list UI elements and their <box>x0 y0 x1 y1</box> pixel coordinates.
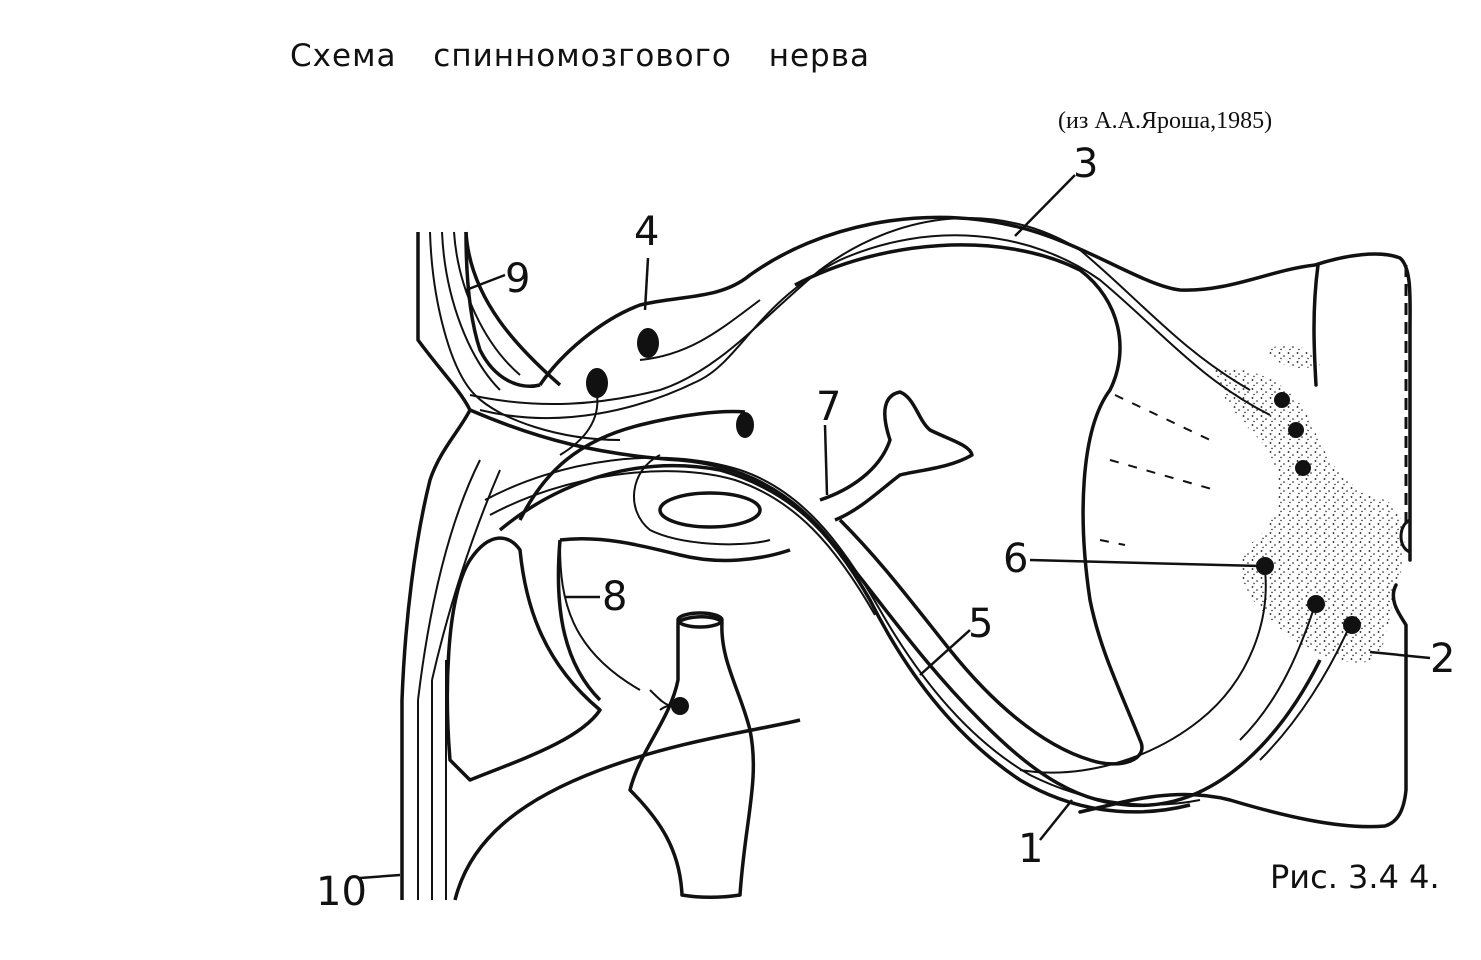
motor-terminal <box>649 689 673 711</box>
ventral-root-fibers <box>484 456 1351 806</box>
label-10: 10 <box>316 869 367 915</box>
label-5: 5 <box>968 601 993 647</box>
label-2: 2 <box>1430 636 1455 682</box>
rami-branches <box>445 536 801 901</box>
leader-lines <box>359 174 1431 880</box>
sympathetic-neuron <box>736 412 754 438</box>
motor-neurons <box>1256 392 1361 634</box>
visceral-vessel <box>628 611 756 899</box>
ramus-communicans-oval <box>658 491 762 529</box>
gray-matter-stipple <box>1215 345 1405 663</box>
sensory-neurons <box>559 328 659 456</box>
figure-caption: Рис. 3.4 4. <box>1270 858 1440 896</box>
label-4: 4 <box>634 209 659 255</box>
label-9: 9 <box>505 256 530 302</box>
dorsal-root-ganglion <box>464 231 752 521</box>
dorsal-root-fibers <box>469 217 1271 419</box>
spinal-nerve-trunk <box>400 231 562 900</box>
label-3: 3 <box>1073 141 1098 187</box>
label-7: 7 <box>816 384 841 430</box>
sympathetic-ganglion <box>819 390 974 522</box>
ventral-root <box>469 408 1322 814</box>
label-6: 6 <box>1003 536 1028 582</box>
visceral-effector-cell <box>671 697 689 715</box>
label-8: 8 <box>602 574 627 620</box>
source-citation: (из А.А.Яроша,1985) <box>1058 108 1273 134</box>
label-1: 1 <box>1018 826 1043 872</box>
spinal-nerve-fibers <box>417 231 621 900</box>
intracord-tracts <box>1099 394 1216 546</box>
white-matter <box>794 243 1144 766</box>
spinal-cord <box>748 215 1412 829</box>
diagram-title: Схема спинномозгового нерва <box>290 38 870 74</box>
gray-ramus-loop <box>633 454 771 546</box>
